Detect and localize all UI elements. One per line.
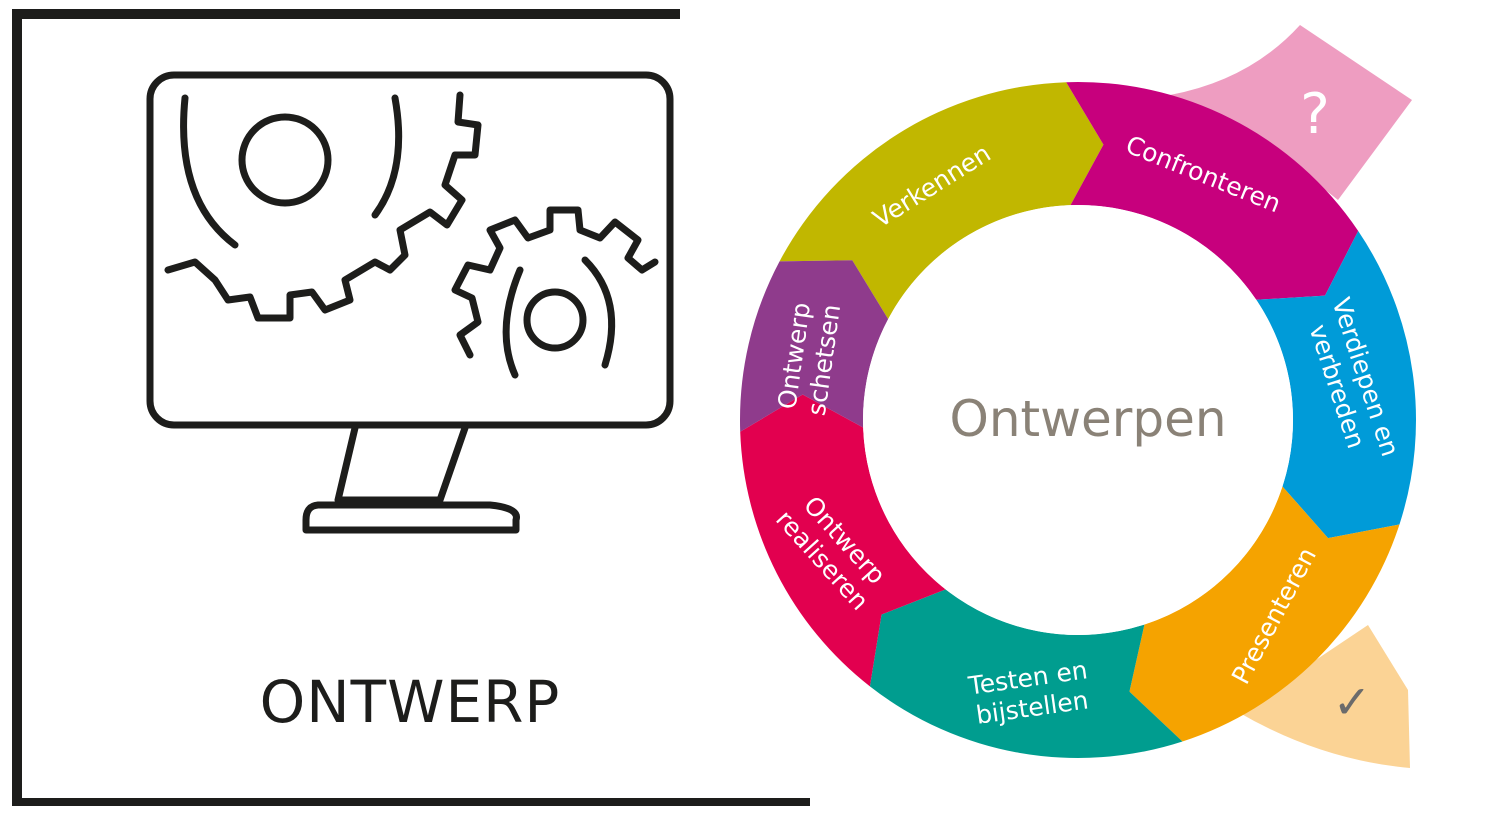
- ontwerp-label: ONTWERP: [260, 668, 561, 736]
- question-mark-icon: ?: [1300, 82, 1330, 147]
- small-gear-arc: [502, 266, 524, 379]
- ontwerp-panel: ONTWERP: [12, 9, 810, 806]
- check-mark-icon: ✓: [1333, 675, 1372, 729]
- large-gear-teeth: [164, 91, 482, 322]
- segment-presenteren: [1129, 486, 1400, 742]
- segment-verkennen: [779, 82, 1104, 320]
- segment-confronteren: [1066, 82, 1359, 300]
- segment-testen: [869, 589, 1183, 758]
- large-gear-arc: [180, 94, 239, 249]
- small-gear-arc-right: [581, 256, 616, 369]
- monitor-base: [302, 501, 520, 534]
- small-gear-teeth: [451, 206, 659, 359]
- large-gear-hub: [238, 113, 332, 207]
- monitor-screen: [146, 71, 674, 429]
- small-gear-hub: [523, 288, 587, 352]
- panel-frame: [12, 9, 680, 806]
- center-disc: [863, 205, 1293, 635]
- monitor-stand: [334, 424, 469, 504]
- segment-verdiepen: [1256, 230, 1416, 539]
- check-tab-shape: [1238, 625, 1410, 768]
- check-tab: ✓: [1238, 625, 1410, 768]
- center-title: Ontwerpen: [949, 390, 1226, 448]
- question-tab: ?: [1170, 25, 1412, 200]
- segment-schetsen: [739, 260, 889, 432]
- monitor-with-gears-icon: [146, 71, 674, 534]
- large-gear-arc-right: [371, 94, 403, 219]
- question-tab-shape: [1170, 25, 1412, 200]
- segment-realiseren: [740, 394, 946, 687]
